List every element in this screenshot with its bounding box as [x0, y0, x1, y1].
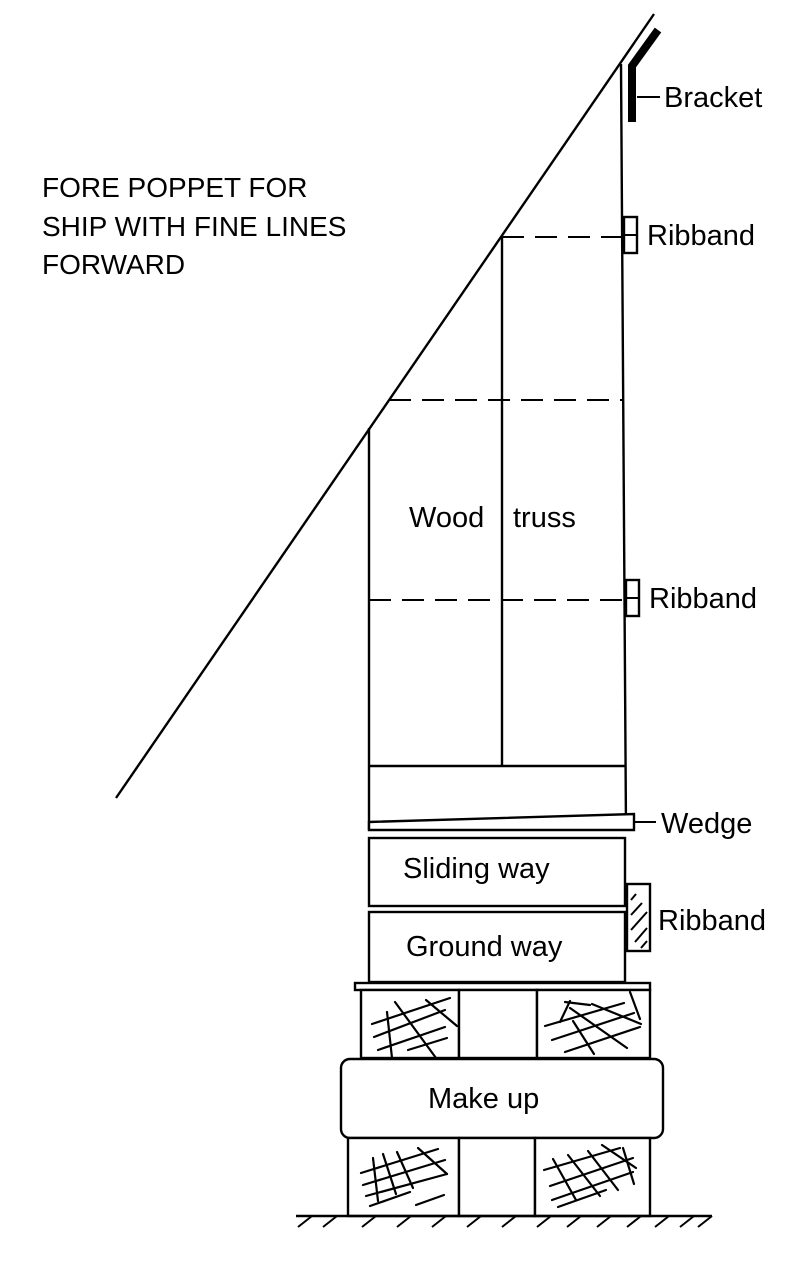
truss-label: truss — [513, 502, 576, 534]
poppet-right-edge — [619, 63, 628, 831]
lower-center-gap — [457, 1136, 537, 1218]
lower-ribband-label: Ribband — [658, 905, 766, 937]
upper-ribband-label: Ribband — [647, 220, 755, 252]
upper-center-gap — [457, 988, 539, 1060]
lower-ribband-block — [625, 882, 652, 953]
middle-ribband-label: Ribband — [649, 583, 757, 615]
bracket-icon — [628, 27, 662, 122]
lower-right-crosshatch — [542, 1143, 638, 1209]
sliding-way-label: Sliding way — [403, 853, 550, 885]
wedge-block — [367, 812, 636, 832]
wedge-label: Wedge — [661, 808, 752, 840]
wood-label: Wood — [409, 502, 484, 534]
ground-way-label: Ground way — [406, 931, 563, 963]
upper-left-crosshatch — [370, 996, 459, 1060]
lower-left-block — [346, 1136, 461, 1218]
diagram-title: FORE POPPET FOR SHIP WITH FINE LINES FOR… — [42, 172, 346, 280]
ground-way-block — [367, 910, 627, 984]
lower-left-crosshatch — [359, 1146, 449, 1208]
upper-right-crosshatch — [543, 990, 643, 1056]
hull-line — [115, 13, 655, 799]
make-up-label: Make up — [428, 1083, 539, 1115]
title-line-3: FORWARD — [42, 249, 185, 280]
sliding-way-block — [367, 836, 627, 908]
ground-hatching — [297, 1215, 713, 1228]
title-line-1: FORE POPPET FOR — [42, 172, 308, 203]
title-line-2: SHIP WITH FINE LINES — [42, 211, 346, 242]
bracket-label: Bracket — [664, 82, 762, 114]
